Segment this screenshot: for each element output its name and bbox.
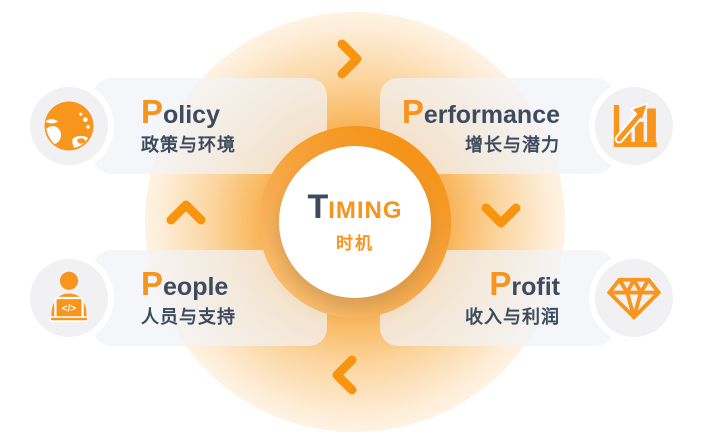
performance-subtitle: 增长与潜力 bbox=[465, 135, 560, 156]
center-title: TIMING bbox=[307, 190, 402, 224]
laptop-code-glyph: </> bbox=[62, 304, 77, 315]
people-icon-badge: </> bbox=[24, 253, 114, 343]
card-people: People 人员与支持 bbox=[93, 250, 327, 346]
profit-title: Profit bbox=[489, 264, 560, 302]
policy-title-rest: olicy bbox=[163, 100, 220, 129]
chevron-left-icon bbox=[332, 355, 357, 395]
center-circle: TIMING 时机 bbox=[279, 146, 431, 298]
people-title: People bbox=[141, 264, 229, 302]
performance-title: Performance bbox=[401, 92, 560, 130]
person-laptop-icon: </> bbox=[49, 271, 89, 322]
center-ring: TIMING 时机 bbox=[259, 126, 451, 318]
center-subtitle: 时机 bbox=[336, 234, 374, 253]
globe-icon bbox=[44, 101, 94, 151]
profit-subtitle: 收入与利润 bbox=[465, 307, 560, 328]
performance-title-rest: erformance bbox=[423, 100, 560, 129]
profit-title-cap: P bbox=[489, 264, 512, 302]
diamond-icon bbox=[607, 277, 661, 319]
performance-title-cap: P bbox=[401, 92, 424, 130]
bar-chart-icon bbox=[613, 103, 657, 147]
center-title-rest: IMING bbox=[328, 197, 403, 224]
people-title-rest: eople bbox=[163, 272, 229, 301]
policy-subtitle: 政策与环境 bbox=[141, 135, 236, 156]
center-title-cap: T bbox=[307, 188, 329, 226]
people-subtitle: 人员与支持 bbox=[141, 307, 236, 328]
policy-icon-badge bbox=[24, 81, 114, 171]
policy-title-cap: P bbox=[141, 92, 164, 130]
people-title-cap: P bbox=[141, 264, 164, 302]
performance-icon-badge bbox=[589, 81, 679, 171]
profit-title-rest: rofit bbox=[511, 272, 560, 301]
chevron-down-icon bbox=[481, 203, 521, 228]
chevron-right-icon bbox=[337, 39, 362, 79]
chevron-up-icon bbox=[166, 200, 206, 225]
profit-icon-badge bbox=[589, 253, 679, 343]
policy-title: Policy bbox=[141, 92, 220, 130]
